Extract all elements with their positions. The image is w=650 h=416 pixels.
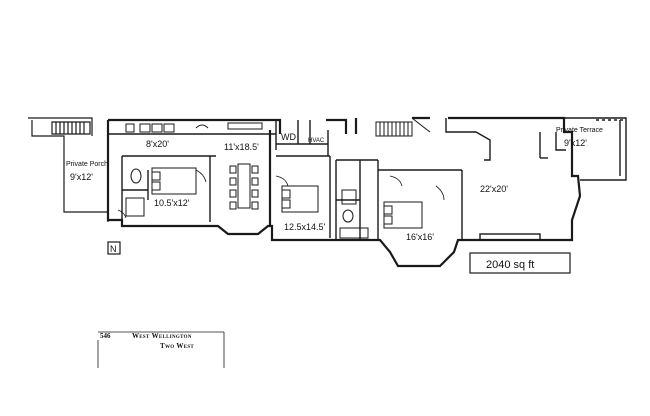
bedroom-1-size: 10.5'x12' xyxy=(154,198,190,208)
compass-label: N xyxy=(110,244,117,254)
door-swings xyxy=(117,169,445,219)
kitchen-size: 8'x20' xyxy=(146,139,169,149)
porch-size: 9'x12' xyxy=(70,172,93,182)
dining-size: 11'x18.5' xyxy=(224,142,259,152)
area-label: 2040 sq ft xyxy=(486,259,534,271)
interior-walls xyxy=(108,120,463,240)
dining-table xyxy=(229,163,259,210)
bedroom-2-size: 12.5x14.5' xyxy=(284,222,326,232)
kitchen-fixtures xyxy=(125,122,263,133)
stairs xyxy=(375,117,431,137)
compass-box xyxy=(107,241,121,255)
beds xyxy=(151,167,423,229)
exterior-walls xyxy=(106,116,582,268)
title-block-frame xyxy=(97,331,225,368)
laundry-label: WD xyxy=(281,132,296,142)
porch-outline xyxy=(28,117,109,222)
title-street: West Wellington xyxy=(132,332,192,340)
living-walls xyxy=(445,118,566,241)
title-unit: Two West xyxy=(160,342,194,350)
bathroom-fixtures xyxy=(125,168,369,239)
terrace-label: Private Terrace xyxy=(556,127,603,134)
title-number: 546 xyxy=(100,332,111,340)
hvac-label: HVAC xyxy=(308,138,325,144)
living-size: 22'x20' xyxy=(480,184,508,194)
area-box xyxy=(469,252,571,274)
porch-label: Private Porch xyxy=(66,161,108,168)
terrace-size: 9'x12' xyxy=(564,138,587,148)
terrace-outline xyxy=(564,117,627,181)
bedroom-3-size: 16'x16' xyxy=(406,232,434,242)
